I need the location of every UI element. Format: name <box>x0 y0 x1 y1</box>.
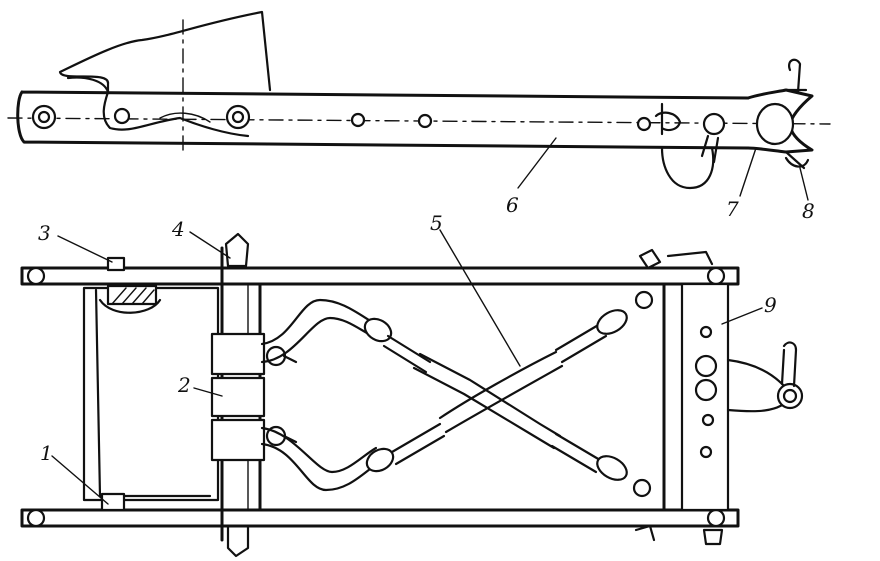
callout-9: 9 <box>764 293 777 317</box>
callout-4: 4 <box>171 217 185 241</box>
upper-turnbuckle-rod <box>363 317 652 498</box>
callout-6: 6 <box>506 193 519 217</box>
top-leaders <box>517 137 809 201</box>
callout-2: 2 <box>177 373 191 397</box>
drawbar-side-view <box>7 10 831 190</box>
frame-plan-view <box>20 232 804 558</box>
beam-bolts <box>31 104 652 132</box>
callout-1: 1 <box>40 441 53 465</box>
callout-3: 3 <box>38 221 51 245</box>
callout-5: 5 <box>430 211 443 235</box>
bottom-leaders <box>51 229 763 505</box>
diagonal-rod-5 <box>365 290 654 473</box>
callout-8: 8 <box>802 199 815 223</box>
callout-7: 7 <box>726 197 739 221</box>
